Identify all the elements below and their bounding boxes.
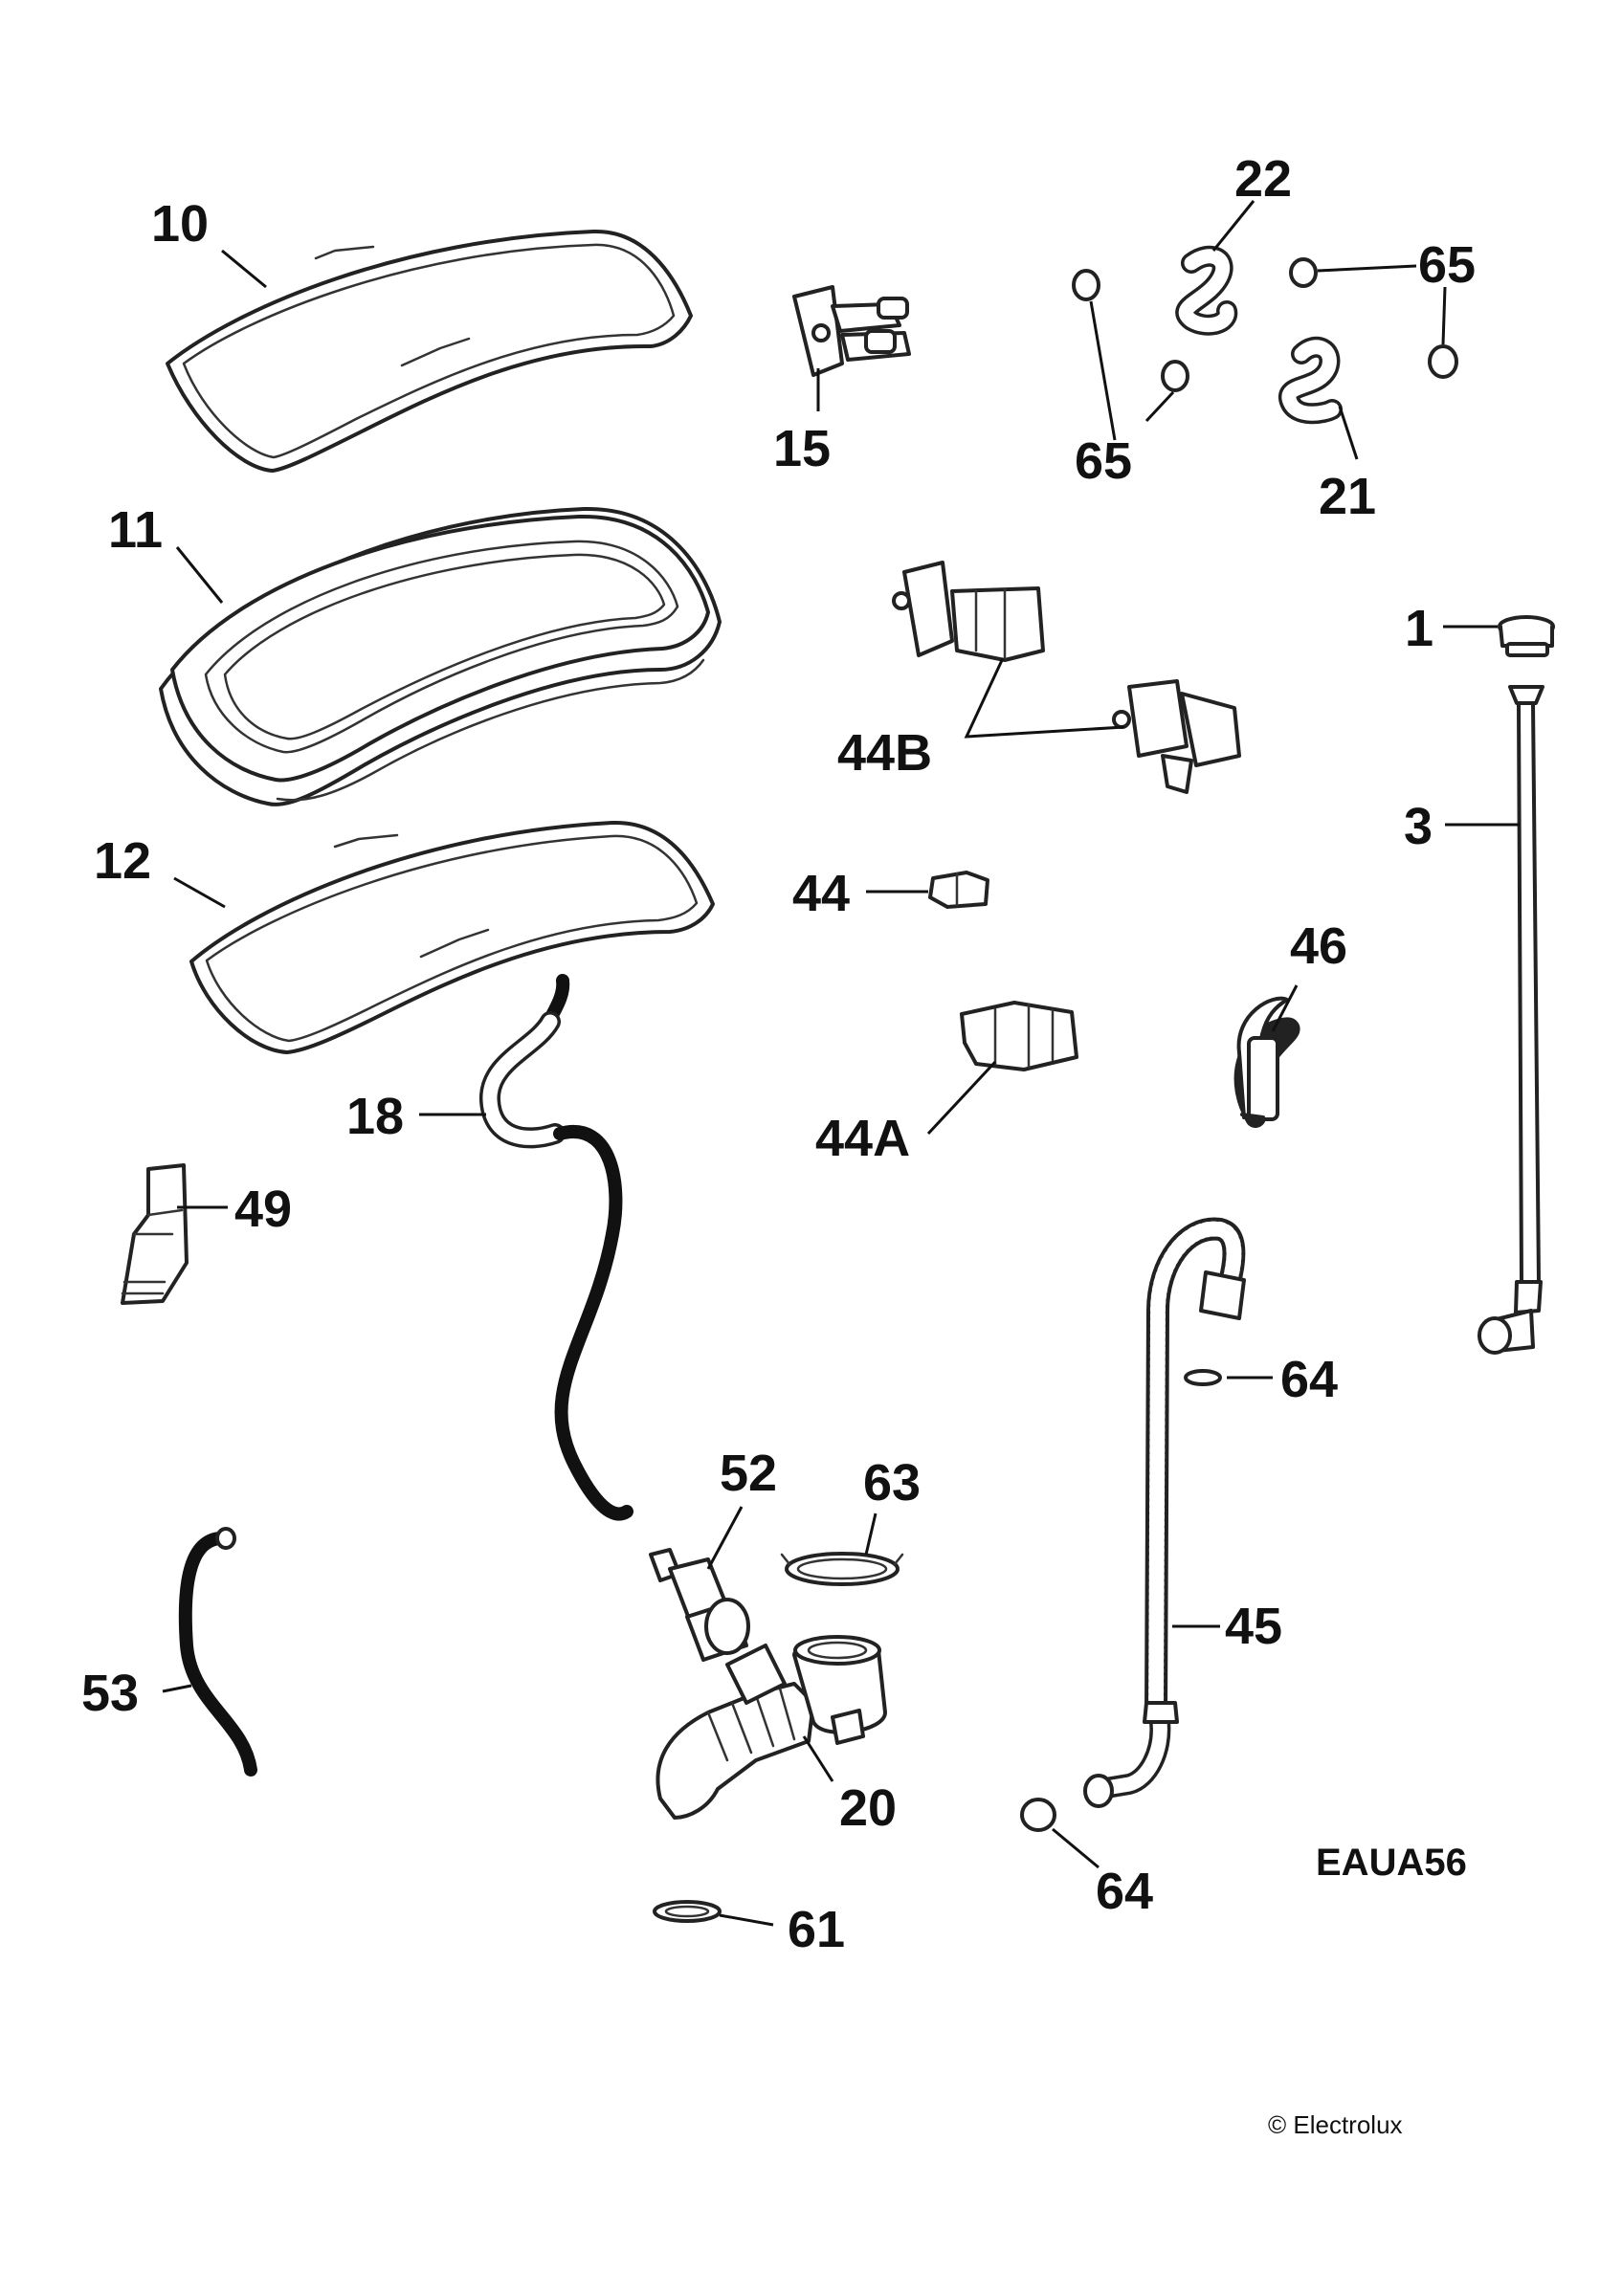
- copyright-notice: © Electrolux: [1268, 2110, 1403, 2139]
- callout-44B: 44B: [837, 724, 932, 782]
- callout-20: 20: [839, 1779, 897, 1837]
- part-11-door-bellows: [159, 506, 722, 806]
- part-1-fitting: [1498, 615, 1555, 657]
- callout-21: 21: [1319, 468, 1376, 525]
- part-53-hose: [178, 1527, 257, 1777]
- callout-44: 44: [792, 865, 850, 922]
- callout-22: 22: [1234, 150, 1292, 208]
- callout-64-upper: 64: [1280, 1351, 1338, 1408]
- callout-15: 15: [773, 420, 831, 477]
- part-3-tube: [1478, 685, 1544, 1355]
- part-21-hose-elbow: [1278, 336, 1343, 425]
- callout-1: 1: [1405, 600, 1433, 657]
- callout-61: 61: [788, 1901, 845, 1958]
- callout-12: 12: [94, 832, 151, 890]
- callout-64-lower: 64: [1096, 1863, 1153, 1920]
- diagram-code: EAUA56: [1316, 1842, 1467, 1884]
- callout-52: 52: [720, 1445, 777, 1502]
- part-65-clamps: [1072, 257, 1458, 392]
- callout-3: 3: [1404, 798, 1433, 855]
- callout-65-right: 65: [1418, 236, 1476, 294]
- part-49-filter: [121, 1163, 189, 1305]
- callout-11: 11: [108, 501, 163, 559]
- callout-45: 45: [1225, 1598, 1282, 1655]
- part-52-sensor: [649, 1548, 750, 1662]
- callout-49: 49: [234, 1181, 292, 1238]
- callout-labels: 10 11 12 15 22 65 65 21 1 3 44B 44 46 44…: [81, 150, 1476, 1958]
- callout-46: 46: [1290, 917, 1347, 975]
- part-44B-brackets: [892, 561, 1241, 794]
- part-18-hose: [479, 974, 633, 1521]
- callout-18: 18: [346, 1088, 404, 1145]
- part-46-u-bracket: [1233, 996, 1300, 1128]
- callout-53: 53: [81, 1665, 139, 1722]
- part-64-clamps: [1020, 1369, 1222, 1832]
- part-15-valve: [792, 285, 911, 377]
- callout-44A: 44A: [815, 1110, 910, 1167]
- part-12-gasket-ring: [189, 820, 715, 1054]
- part-61-clamp: [653, 1900, 722, 1923]
- part-10-gasket-ring: [166, 229, 693, 473]
- part-44A-bracket: [960, 1001, 1078, 1071]
- callout-10: 10: [151, 195, 209, 253]
- leader-lines: [162, 200, 1520, 1927]
- part-44-clip: [928, 871, 989, 909]
- part-20-sump-hose: [655, 1635, 887, 1820]
- part-45-drain-hose: [1083, 1217, 1246, 1808]
- part-63-clamp: [780, 1552, 904, 1586]
- callout-65-left: 65: [1075, 432, 1132, 490]
- callout-63: 63: [863, 1454, 921, 1512]
- part-22-hose-elbow: [1175, 245, 1238, 336]
